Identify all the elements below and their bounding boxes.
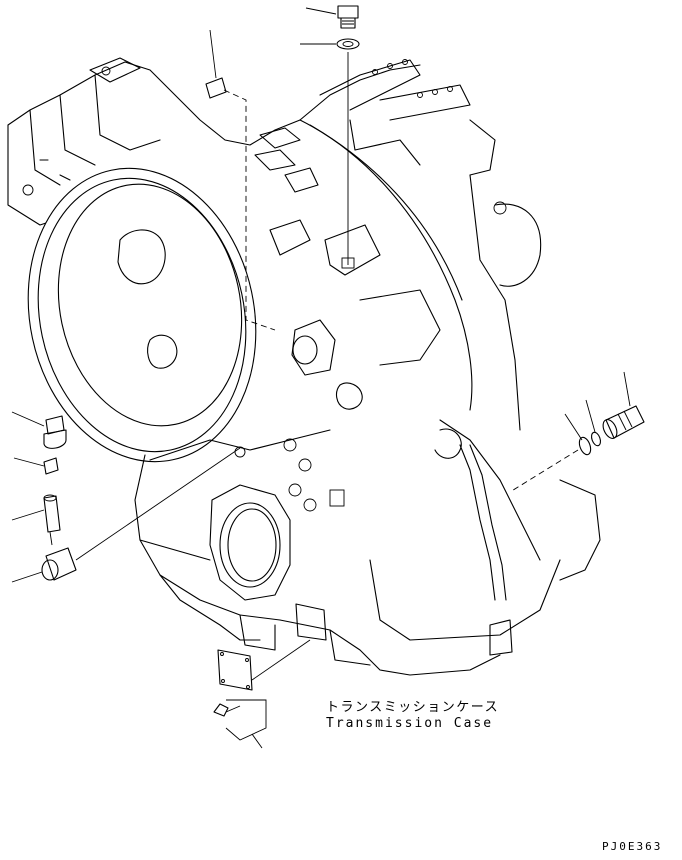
name-plate-part (217, 603, 327, 691)
drawing-code: PJ0E363 (602, 840, 663, 853)
connector-part (13, 457, 59, 475)
pressure-switch-part (11, 411, 67, 449)
sensor-part (11, 494, 61, 546)
adapter-part (11, 447, 241, 583)
clip-bracket-part (205, 29, 276, 331)
case-caption-english: Transmission Case (326, 716, 494, 731)
side-plug-part (602, 371, 645, 439)
o-ring-part (509, 399, 602, 493)
transmission-case-body (7, 57, 601, 676)
drive-screw-part (213, 699, 267, 749)
top-plug-part (300, 5, 360, 265)
case-caption-japanese: トランスミッションケース (326, 700, 500, 715)
